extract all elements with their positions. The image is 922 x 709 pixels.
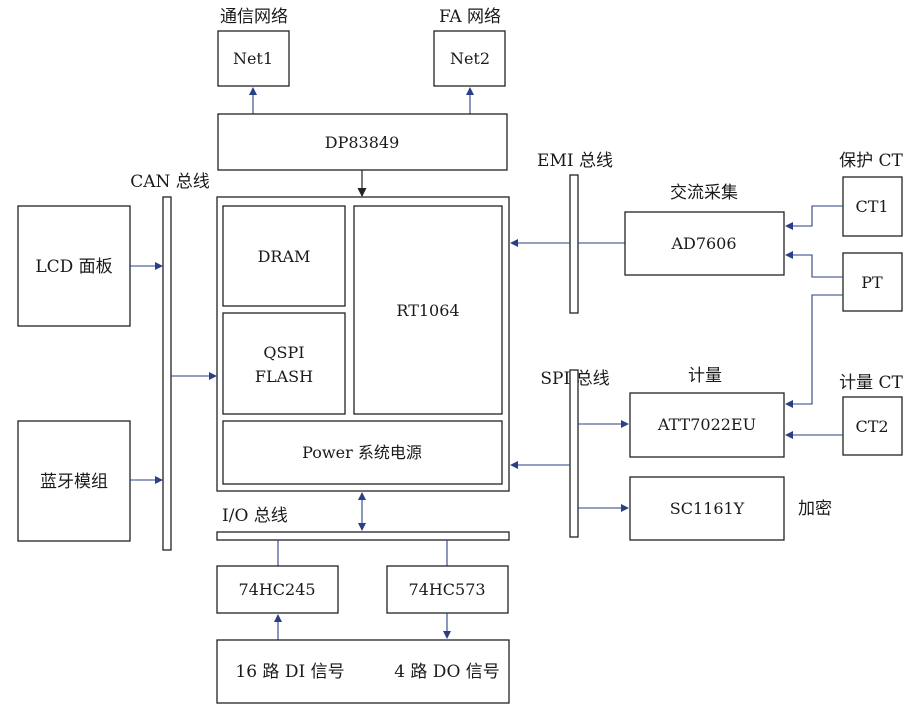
metering-label: 计量 bbox=[688, 366, 722, 386]
rt1064-label: RT1064 bbox=[396, 301, 459, 320]
ct1-label: CT1 bbox=[855, 197, 888, 216]
sc1161y-label: SC1161Y bbox=[670, 499, 745, 518]
pt-box: PT bbox=[842, 252, 903, 312]
qspi-label-line1: QSPI bbox=[263, 343, 304, 362]
spi-bus bbox=[569, 369, 579, 538]
protect-ct-label: 保护 CT bbox=[839, 151, 903, 171]
mcu-block: DRAM QSPI FLASH RT1064 Power 系统电源 bbox=[216, 196, 510, 492]
dp83849-box: DP83849 bbox=[217, 113, 508, 171]
74hc245-box: 74HC245 bbox=[216, 565, 339, 614]
emi-bus bbox=[569, 174, 579, 314]
74hc245-label: 74HC245 bbox=[238, 580, 315, 599]
bluetooth-module-box: 蓝牙模组 bbox=[17, 420, 131, 542]
ct2-label: CT2 bbox=[855, 417, 888, 436]
qspi-flash-box: QSPI FLASH bbox=[222, 312, 346, 415]
net1-label: Net1 bbox=[233, 49, 273, 68]
lcd-panel-label: LCD 面板 bbox=[35, 257, 112, 277]
att7022eu-box: ATT7022EU bbox=[629, 392, 785, 458]
rt1064-box: RT1064 bbox=[353, 205, 503, 415]
pt-label: PT bbox=[861, 273, 883, 292]
io-bus-label: I/O 总线 bbox=[222, 506, 288, 526]
ct1-box: CT1 bbox=[842, 176, 903, 237]
dram-label: DRAM bbox=[258, 247, 311, 266]
net2-box: Net2 bbox=[433, 30, 506, 87]
ac-sampling-label: 交流采集 bbox=[670, 183, 738, 203]
link-ct1-to-ad7606 bbox=[785, 205, 843, 230]
ct2-box: CT2 bbox=[842, 396, 903, 456]
io-bus bbox=[216, 531, 510, 541]
74hc573-box: 74HC573 bbox=[386, 565, 509, 614]
can-bus bbox=[162, 196, 172, 551]
dp83849-label: DP83849 bbox=[325, 133, 400, 152]
ad7606-label: AD7606 bbox=[670, 234, 736, 253]
att7022eu-label: ATT7022EU bbox=[657, 415, 756, 434]
ad7606-box: AD7606 bbox=[624, 211, 785, 276]
encryption-label: 加密 bbox=[798, 499, 832, 519]
link-pt-to-att7022 bbox=[785, 294, 843, 408]
power-box: Power 系统电源 bbox=[222, 420, 503, 485]
fa-network-label: FA 网络 bbox=[439, 7, 501, 27]
qspi-label-line2: FLASH bbox=[255, 367, 313, 386]
do-signal-label: 4 路 DO 信号 bbox=[394, 662, 500, 682]
comm-network-label: 通信网络 bbox=[220, 7, 288, 27]
power-label: Power 系统电源 bbox=[302, 443, 422, 462]
bluetooth-module-label: 蓝牙模组 bbox=[40, 472, 108, 492]
74hc573-label: 74HC573 bbox=[408, 580, 485, 599]
lcd-panel-box: LCD 面板 bbox=[17, 205, 131, 327]
emi-bus-label: EMI 总线 bbox=[537, 151, 613, 171]
sc1161y-box: SC1161Y bbox=[629, 476, 785, 541]
link-pt-to-ad7606 bbox=[785, 251, 843, 278]
metering-ct-label: 计量 CT bbox=[839, 373, 903, 393]
io-signal-box: 16 路 DI 信号 4 路 DO 信号 bbox=[216, 639, 510, 704]
can-bus-label: CAN 总线 bbox=[130, 172, 210, 192]
net1-box: Net1 bbox=[217, 30, 290, 87]
dram-box: DRAM bbox=[222, 205, 346, 307]
net2-label: Net2 bbox=[450, 49, 490, 68]
di-signal-label: 16 路 DI 信号 bbox=[235, 662, 344, 682]
